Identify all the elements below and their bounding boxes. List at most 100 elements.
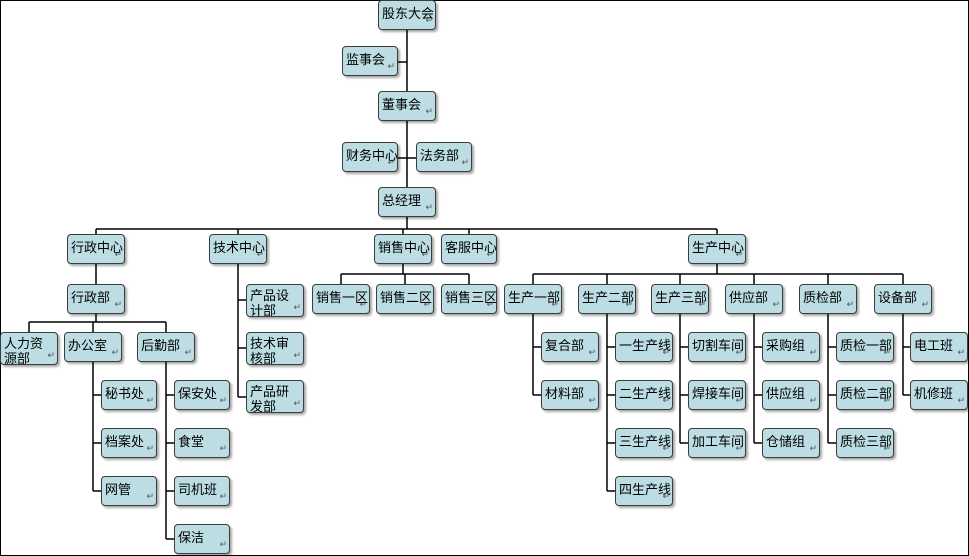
org-node-label: 电工班 [914,339,954,354]
return-mark-icon: ↵ [114,300,122,310]
org-node-label: 人力资源部 [4,337,44,365]
org-node-label: 销售中心 [378,241,431,256]
return-mark-icon: ↵ [625,300,633,310]
org-node-box: 食堂↵ [174,428,230,458]
org-node-label: 供应部 [729,291,769,306]
org-node-label: 复合部 [545,339,585,354]
org-node-label: 生产三部 [655,291,708,306]
org-node-label: 生产一部 [508,291,561,306]
org-node-label: 保安处 [178,387,218,402]
org-node-label: 四生产线 [619,483,672,498]
org-node-label: 三生产线 [619,435,672,450]
return-mark-icon: ↵ [809,396,817,406]
return-mark-icon: ↵ [425,107,433,117]
org-node-box: 司机班↵ [174,476,230,506]
org-node-label: 质检三部 [840,435,893,450]
org-node-box: 监事会↵ [342,46,398,76]
org-node-label: 秘书处 [105,387,145,402]
org-node-box: 法务部↵ [416,142,472,172]
org-node-box: 股东大会↵ [378,0,436,30]
org-node-label: 产品设计部 [250,289,290,317]
org-node-box: 三生产线↵ [615,428,673,458]
org-node-label: 行政中心 [71,241,124,256]
return-mark-icon: ↵ [662,444,670,454]
org-node-box: 切割车间↵ [688,332,746,362]
org-node-label: 质检二部 [840,387,893,402]
org-node-box: 网管 ↵ [101,476,157,506]
org-node-label: 销售三区 [445,291,497,306]
org-node-box: 材料部↵ [541,380,599,410]
return-mark-icon: ↵ [662,348,670,358]
return-mark-icon: ↵ [293,399,301,409]
return-mark-icon: ↵ [883,348,891,358]
org-node-label: 加工车间 [692,435,745,450]
return-mark-icon: ↵ [219,492,227,502]
org-node-label: 采购组 [766,339,806,354]
return-mark-icon: ↵ [184,348,192,358]
org-node-box: 供应组↵ [762,380,820,410]
org-node-label: 销售一区 [316,291,369,306]
return-mark-icon: ↵ [219,396,227,406]
org-node-box: 档案处↵ [101,428,157,458]
return-mark-icon: ↵ [146,492,154,502]
org-node-label: 销售二区 [380,291,433,306]
org-node-box: 焊接车间↵ [688,380,746,410]
return-mark-icon: ↵ [846,300,854,310]
org-node-box: 机修班↵ [910,380,968,410]
org-node-box: 销售中心↵ [374,234,432,264]
org-node-box: 产品研发部↵ [246,380,304,413]
org-node-label: 生产中心 [692,241,745,256]
org-node-box: 产品设计部↵ [246,284,304,317]
return-mark-icon: ↵ [425,203,433,213]
org-node-box: 秘书处↵ [101,380,157,410]
org-node-label: 网管 [105,483,132,498]
return-mark-icon: ↵ [47,351,55,361]
return-mark-icon: ↵ [551,300,559,310]
return-mark-icon: ↵ [921,300,929,310]
return-mark-icon: ↵ [219,540,227,550]
return-mark-icon: ↵ [662,396,670,406]
return-mark-icon: ↵ [114,250,122,260]
org-node-label: 二生产线 [619,387,672,402]
org-node-label: 客服中心 [445,241,497,256]
org-node-label: 质检部 [803,291,843,306]
return-mark-icon: ↵ [293,303,301,313]
return-mark-icon: ↵ [809,444,817,454]
return-mark-icon: ↵ [735,444,743,454]
org-node-box: 质检三部↵ [836,428,894,458]
return-mark-icon: ↵ [735,250,743,260]
org-node-label: 法务部 [420,149,460,164]
org-node-box: 总经理↵ [378,187,436,217]
org-node-label: 后勤部 [141,339,181,354]
return-mark-icon: ↵ [421,250,429,260]
return-mark-icon: ↵ [256,250,264,260]
org-node-label: 监事会 [346,53,386,68]
org-node-label: 股东大会 [382,7,435,22]
org-node-label: 食堂 [178,435,205,450]
org-node-box: 生产中心↵ [688,234,746,264]
org-node-box: 技术中心↵ [209,234,267,264]
return-mark-icon: ↵ [111,348,119,358]
org-node-label: 财务中心 [346,149,398,164]
org-node-label: 质检一部 [840,339,893,354]
org-node-box: 生产三部↵ [651,284,709,314]
return-mark-icon: ↵ [588,348,596,358]
org-node-box: 一生产线↵ [615,332,673,362]
return-mark-icon: ↵ [486,300,494,310]
org-node-box: 供应部↵ [725,284,783,314]
return-mark-icon: ↵ [588,396,596,406]
org-node-label: 供应组 [766,387,806,402]
return-mark-icon: ↵ [387,158,395,168]
org-node-box: 生产二部↵ [578,284,636,314]
org-node-box: 人力资源部↵ [0,332,58,365]
return-mark-icon: ↵ [662,492,670,502]
org-node-box: 设备部↵ [874,284,932,314]
org-node-label: 总经理 [382,194,422,209]
org-node-box: 行政部↵ [67,284,125,314]
org-node-box: 电工班↵ [910,332,968,362]
org-node-label: 办公室 [68,339,108,354]
org-node-box: 采购组↵ [762,332,820,362]
org-node-box: 复合部↵ [541,332,599,362]
return-mark-icon: ↵ [425,16,433,26]
